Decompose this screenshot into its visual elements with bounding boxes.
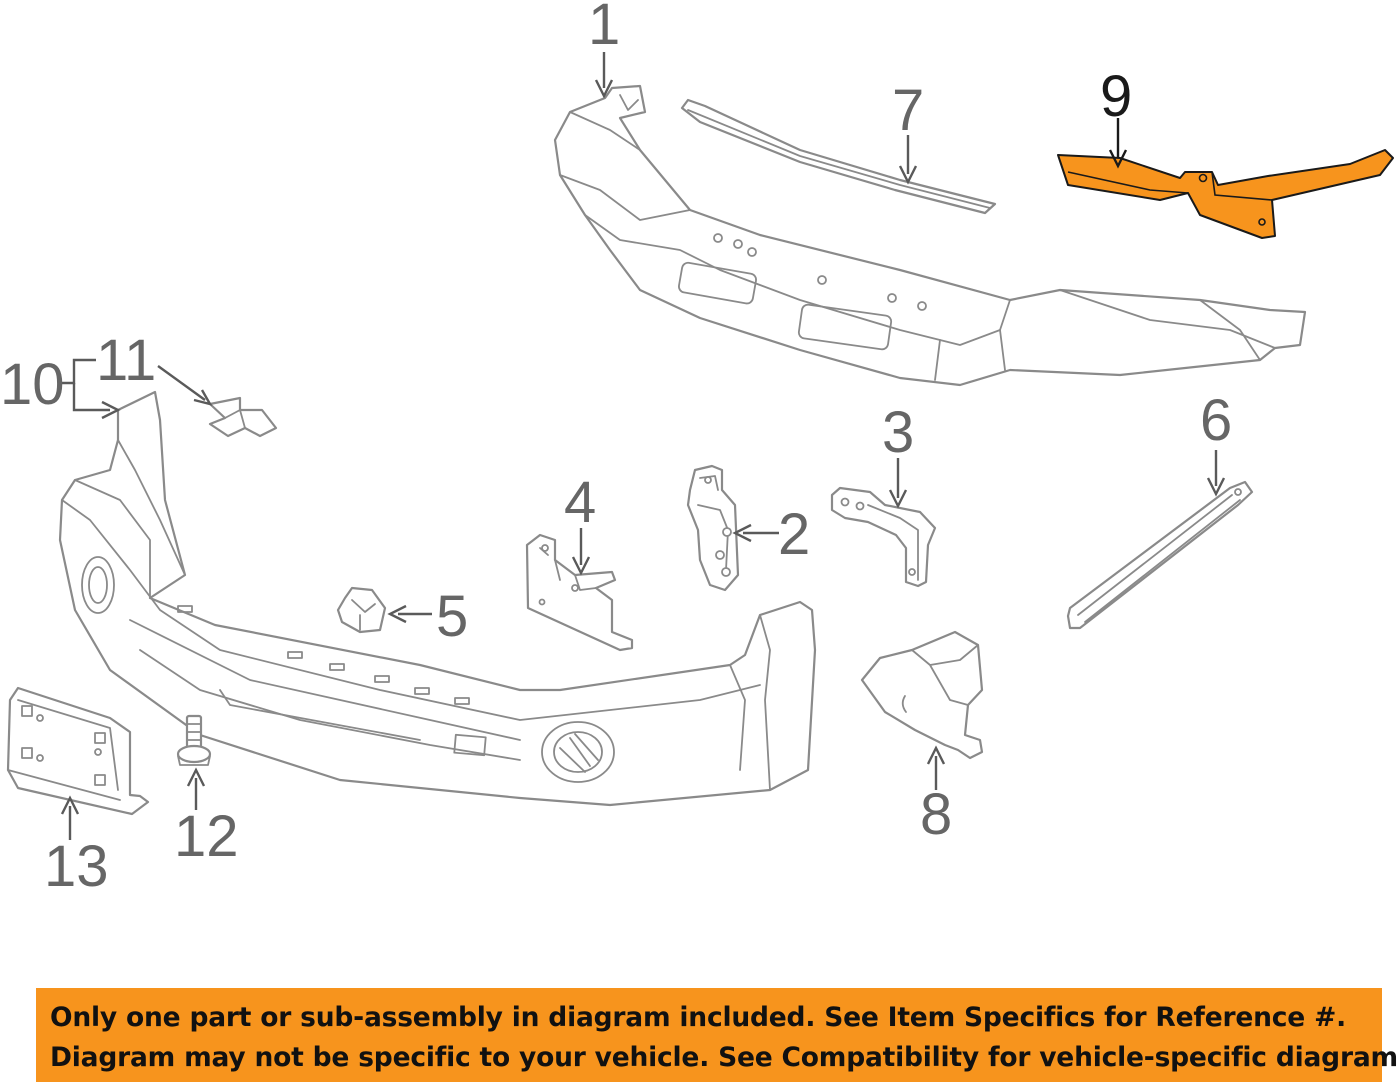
callout-13: 13 [44,834,109,899]
part-9-highlighted-bracket [1057,149,1394,239]
leader-lines [60,52,1226,840]
callout-8: 8 [920,782,952,847]
part-2-bracket [686,464,740,592]
part-11-clip [208,396,278,438]
part-5-retainer [336,586,387,634]
part-4-bracket [525,533,634,652]
part-13-license-bracket [6,686,150,816]
disclaimer-banner: Only one part or sub-assembly in diagram… [36,988,1399,1082]
callout-9: 9 [1100,64,1132,129]
callout-numbers: 1 7 9 11 10 3 6 4 2 5 8 12 13 [0,0,1232,899]
parts-diagram: 1 7 9 11 10 3 6 4 2 5 8 12 13 [0,0,1394,899]
part-1-impact-bar [553,84,1307,387]
part-3-bracket [830,486,937,588]
callout-12: 12 [174,804,239,869]
part-12-bolt [176,714,212,766]
callout-11: 11 [96,328,156,393]
callout-1: 1 [588,0,620,57]
disclaimer-line-2: Diagram may not be specific to your vehi… [50,1042,1399,1073]
callout-6: 6 [1200,388,1232,453]
callout-5: 5 [436,584,468,649]
callout-10: 10 [0,352,65,417]
disclaimer-line-1: Only one part or sub-assembly in diagram… [50,1002,1346,1033]
part-7-upper-strip [680,98,997,215]
part-10-bumper-cover [58,390,817,807]
callout-3: 3 [882,400,914,465]
callout-4: 4 [564,470,596,535]
callout-7: 7 [892,78,924,143]
callout-2: 2 [778,502,810,567]
part-6-bar [1066,480,1254,630]
part-8-bracket [860,630,984,760]
